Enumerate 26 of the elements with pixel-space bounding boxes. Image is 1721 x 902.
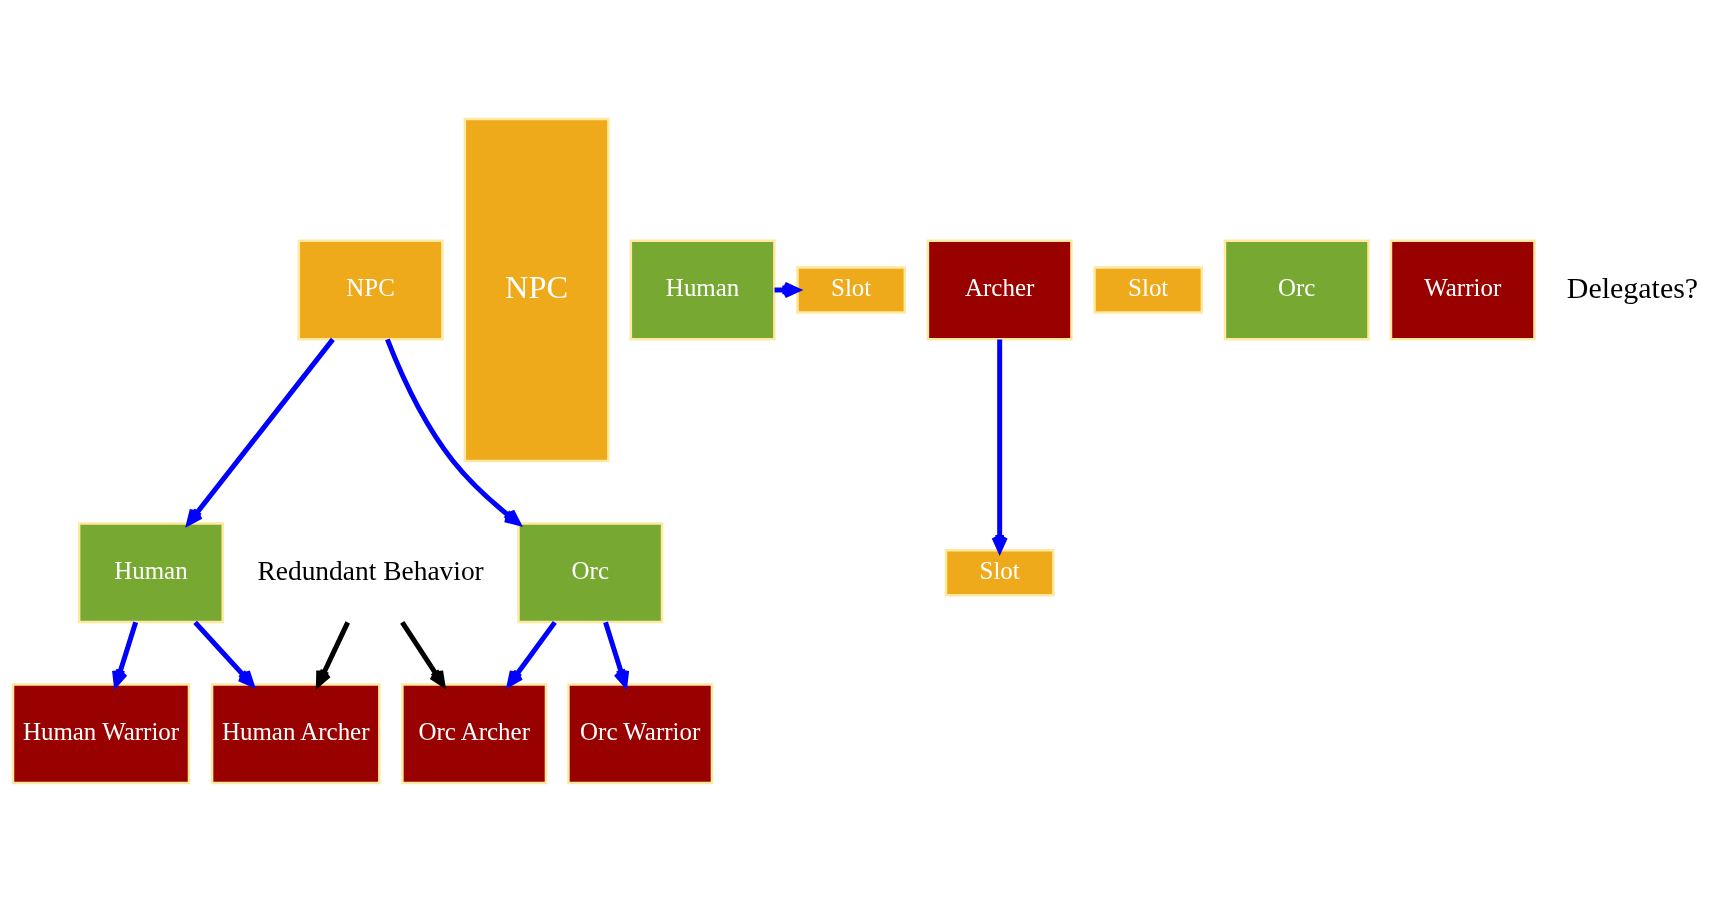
label: Delegates? (1566, 270, 1699, 304)
arrow (186, 337, 335, 526)
node-box: Orc Warrior (567, 683, 714, 785)
node-box: Slot (1093, 266, 1204, 314)
arrow (315, 621, 350, 688)
node-box: NPC (297, 239, 444, 341)
node-box: Human (629, 239, 776, 341)
node-box: Orc (517, 522, 664, 624)
arrow (506, 620, 557, 687)
node-box: Archer (926, 239, 1073, 341)
node-box: Slot (944, 549, 1055, 597)
node-box: NPC (463, 117, 610, 463)
arrow (991, 339, 1008, 553)
node-box: Slot (796, 266, 907, 314)
node-box: Human Archer (210, 683, 381, 785)
arrow (385, 338, 521, 526)
node-box: Human (77, 522, 224, 624)
node-text: Redundant Behavior (257, 555, 484, 586)
node-box: Orc (1223, 239, 1370, 341)
node-box: Human Warrior (11, 683, 191, 785)
arrow (193, 620, 255, 687)
arrow (112, 621, 139, 688)
node-box: Orc Archer (401, 683, 548, 785)
arrow (400, 621, 446, 687)
arrow (603, 621, 630, 688)
node-box: Warrior (1389, 239, 1536, 341)
